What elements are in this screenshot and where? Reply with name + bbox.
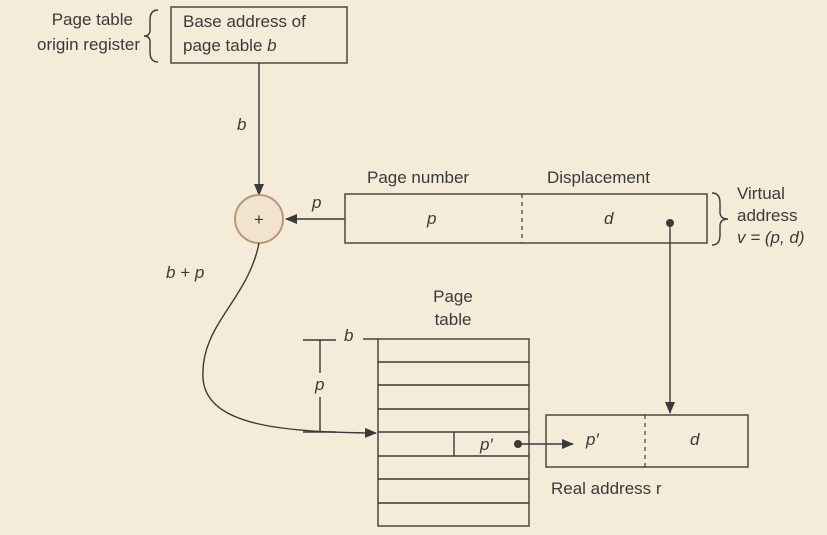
page-table-title-line1: Page <box>433 287 473 306</box>
b-plus-p-label: b + p <box>166 263 204 282</box>
virtual-address-brace <box>711 192 729 246</box>
p-span-label: p <box>314 375 324 394</box>
real-address-box <box>545 414 749 468</box>
b-marker-label: b <box>344 326 353 345</box>
displacement-header: Displacement <box>547 168 650 187</box>
virtual-d-cell: d <box>604 209 614 228</box>
origin-register-box-text: page table <box>183 36 267 55</box>
p-arrow-label: p <box>311 193 321 212</box>
virtual-address-label-line2: address <box>737 206 797 225</box>
virtual-address-label-line3: v = (p, d) <box>737 228 805 247</box>
real-address-d: d <box>690 430 700 449</box>
b-label: b <box>237 115 246 134</box>
virtual-p-cell: p <box>426 209 436 228</box>
page-table-title-line2: table <box>435 310 472 329</box>
origin-register-label-line1: Page table <box>52 10 133 29</box>
origin-register-brace <box>143 9 159 63</box>
adder-symbol: + <box>254 210 264 229</box>
real-address-p-prime: p′ <box>585 430 599 449</box>
virtual-address-label-line1: Virtual <box>737 184 785 203</box>
origin-register-box-line1: Base address of <box>183 12 306 31</box>
origin-register-label-line2: origin register <box>37 35 140 54</box>
real-address-caption: Real address r <box>551 479 662 498</box>
b-plus-p-curve <box>202 242 377 438</box>
origin-register-b-symbol: b <box>267 36 276 55</box>
page-number-header: Page number <box>367 168 469 187</box>
virtual-address-box <box>344 193 708 244</box>
origin-register-box-line2: page table b <box>183 36 277 55</box>
page-table-entry-p-prime: p′ <box>479 435 493 454</box>
page-table <box>377 338 530 527</box>
